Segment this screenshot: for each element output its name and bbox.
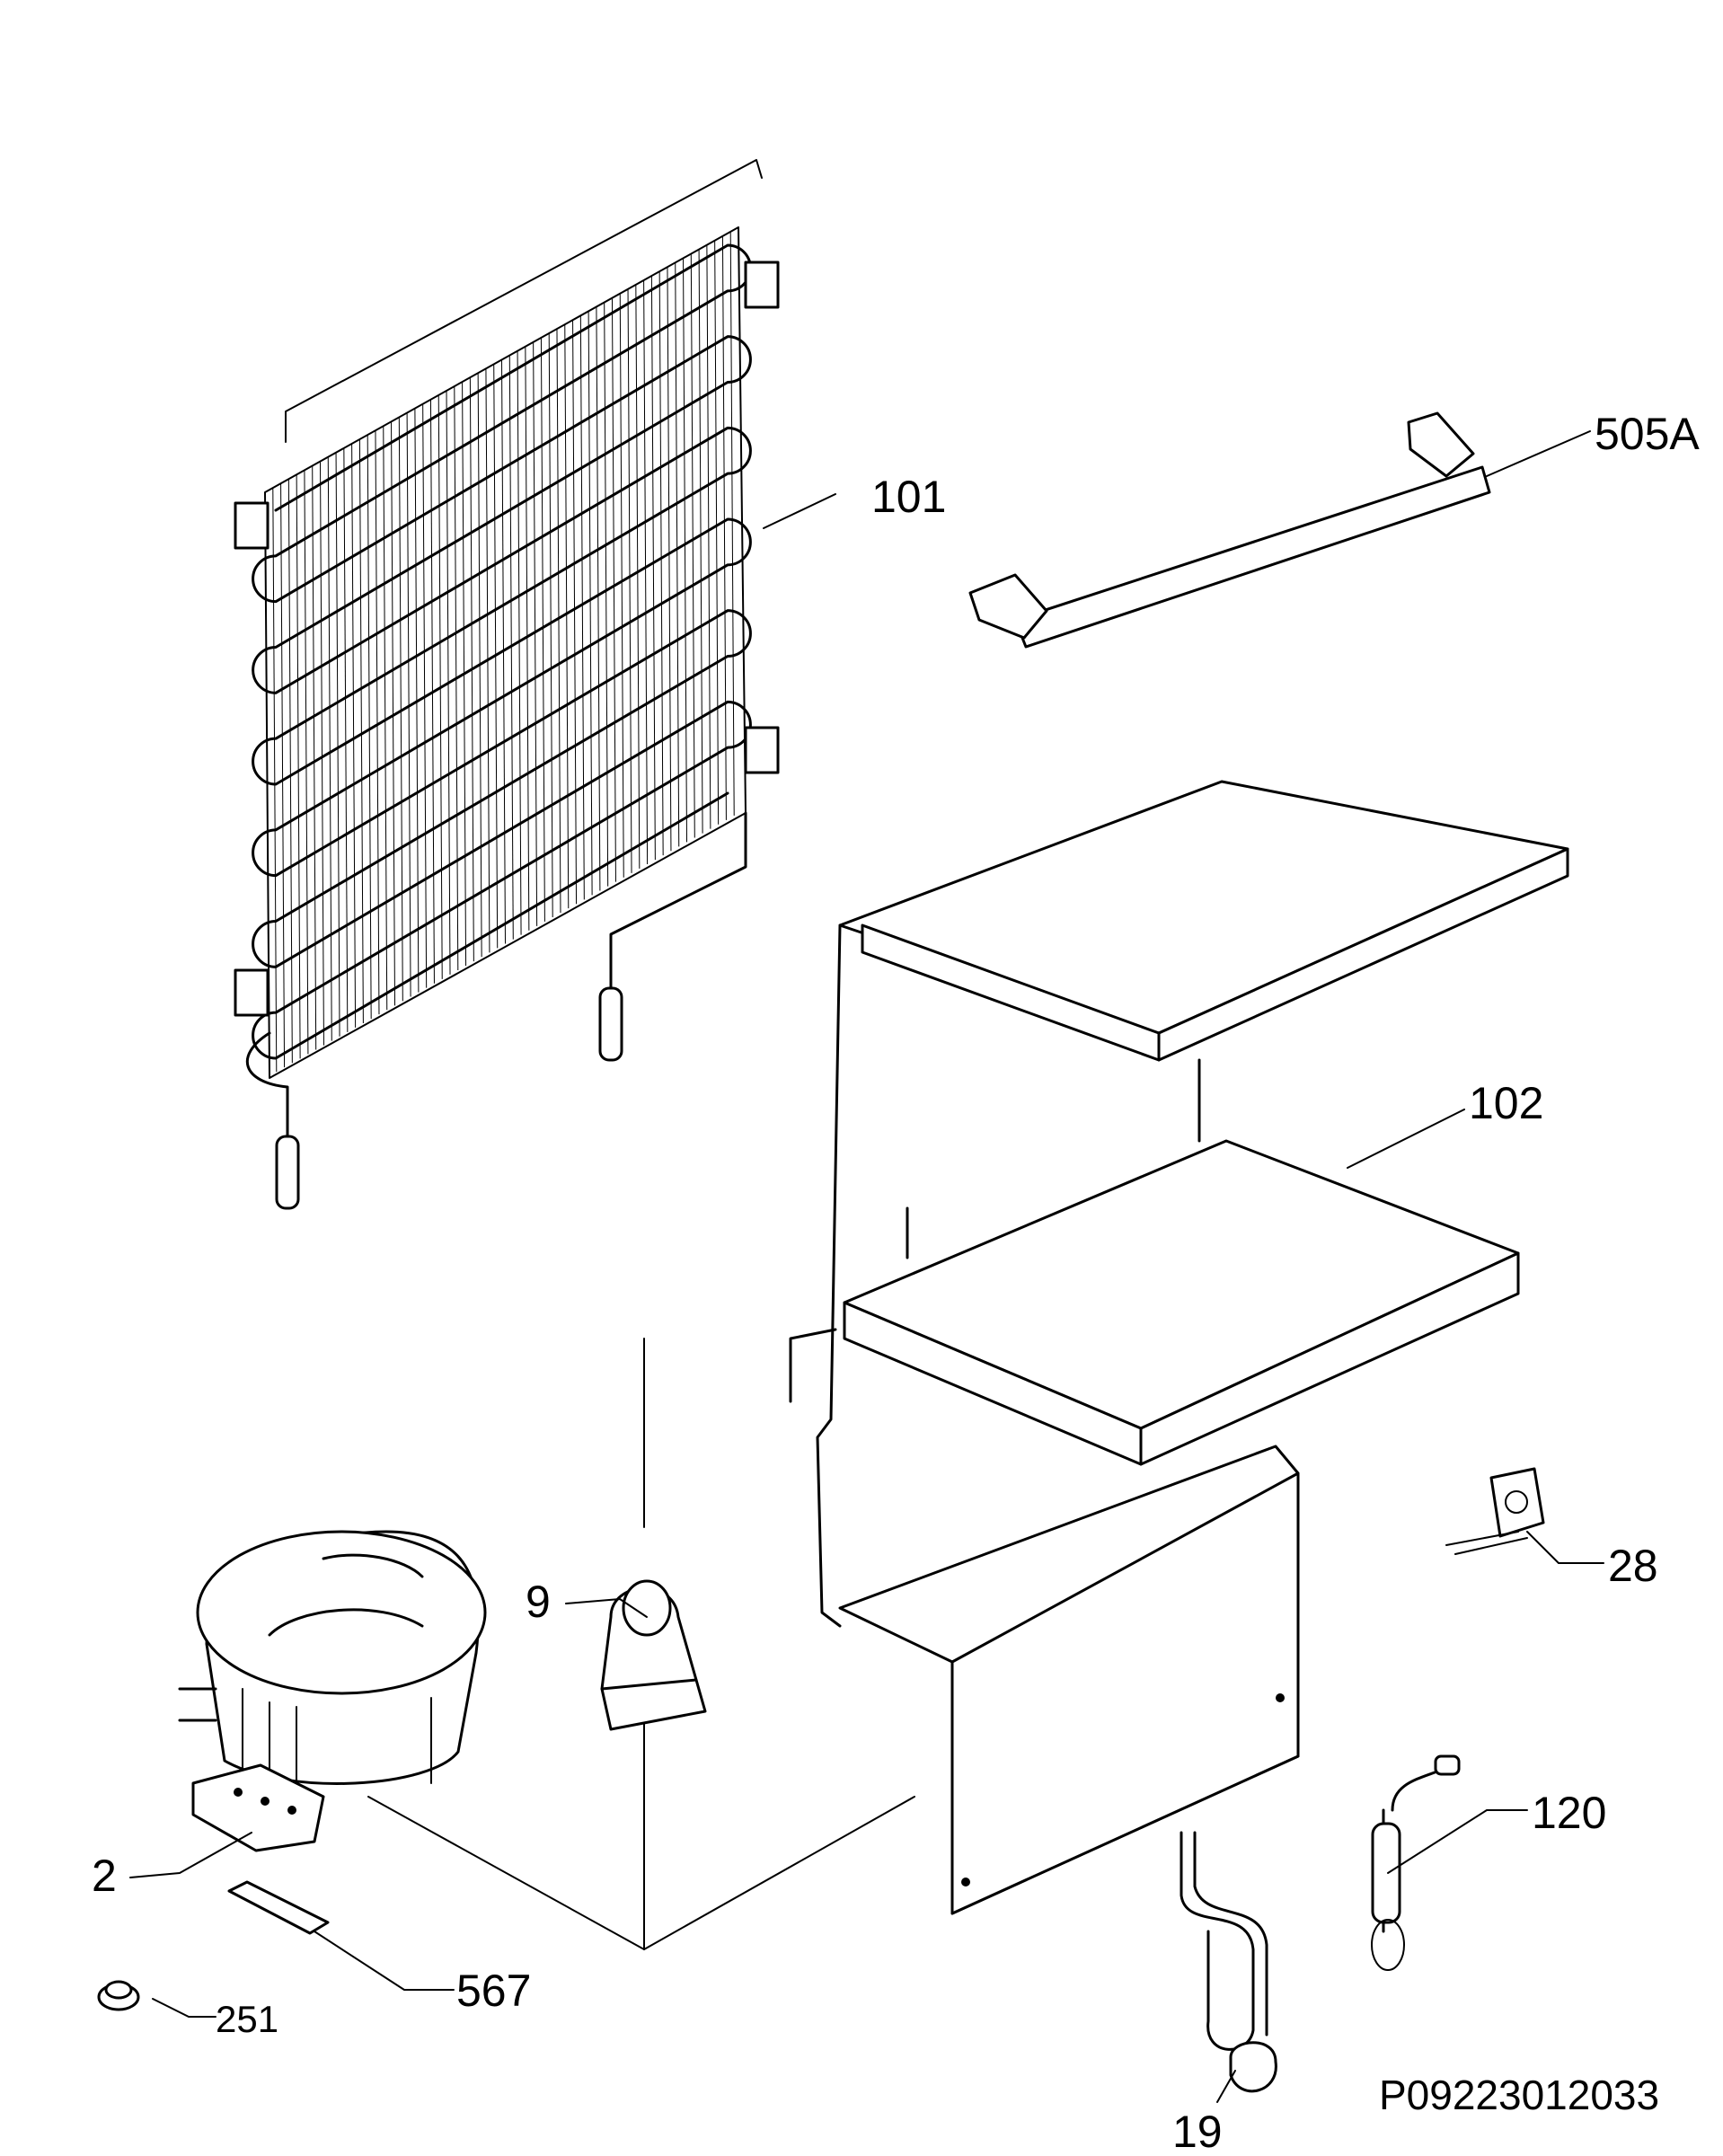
callout-251: 251 (216, 1998, 278, 2040)
condenser-fin (454, 385, 459, 971)
callout-28: 28 (1608, 1541, 1658, 1591)
callout-102: 102 (1469, 1078, 1543, 1128)
condenser-fin (650, 276, 656, 861)
condenser-fin (343, 447, 349, 1032)
condenser-fin (287, 479, 293, 1064)
condenser-fin (588, 311, 593, 896)
condenser-fin (675, 262, 680, 847)
condenser-fin (358, 438, 364, 1024)
condenser-fin (319, 461, 324, 1046)
part-101-condenser (234, 159, 780, 1210)
condenser-fin (658, 271, 664, 856)
condenser-fin (533, 341, 538, 926)
part-2-compressor (178, 1530, 487, 1852)
condenser-fin (446, 390, 451, 975)
condenser-fin (375, 430, 380, 1015)
part-102-frame (789, 780, 1569, 1915)
condenser-fin (391, 421, 396, 1006)
condenser-fin (525, 346, 530, 931)
part-9-relay (600, 1579, 707, 1731)
condenser-fin (414, 408, 420, 993)
condenser-fin (572, 320, 578, 905)
callout-2: 2 (92, 1851, 117, 1901)
condenser-fin (667, 267, 672, 852)
condenser-fin (304, 470, 309, 1055)
callout-505A: 505A (1595, 409, 1700, 459)
condenser-fin (564, 324, 570, 909)
drawing-number: P09223012033 (1379, 2072, 1659, 2118)
part-120-thermostat (1371, 1754, 1461, 1971)
condenser-fin (477, 373, 482, 958)
condenser-fin (690, 253, 695, 838)
condenser-fin (422, 403, 428, 988)
condenser-fin (485, 368, 490, 953)
callout-9: 9 (526, 1577, 551, 1627)
condenser-fin (604, 302, 609, 887)
condenser-fin (462, 382, 467, 967)
condenser-fin (706, 244, 711, 829)
condenser-fin (327, 456, 332, 1041)
condenser-fin (596, 306, 601, 891)
condenser-fin (508, 355, 514, 940)
condenser-fin (367, 435, 372, 1020)
condenser-fin (272, 488, 278, 1073)
condenser-fin (429, 399, 435, 984)
condenser-fin (729, 231, 735, 816)
condenser-fin (437, 394, 443, 979)
condenser-fin (619, 293, 624, 878)
condenser-fin (548, 332, 553, 918)
condenser-fin (579, 315, 585, 900)
callout-567: 567 (456, 1966, 531, 2016)
condenser-fin (627, 288, 632, 873)
condenser-fin (721, 235, 727, 820)
part-28-clip (1445, 1467, 1545, 1555)
condenser-fin (406, 412, 411, 997)
condenser-fin (683, 258, 688, 843)
condenser-fin (698, 249, 703, 834)
condenser-fin (335, 452, 340, 1037)
condenser-fin (643, 279, 649, 865)
leader-lines (129, 430, 1604, 2103)
condenser-fin (611, 297, 616, 882)
part-251-grommet (97, 1980, 140, 2011)
part-505A-rail (968, 411, 1491, 649)
condenser-fin (280, 483, 286, 1068)
condenser-fin (469, 377, 474, 962)
condenser-fin (556, 329, 561, 914)
condenser-fin (540, 337, 545, 922)
part-19-power-cord (1180, 1831, 1277, 2093)
condenser-fin (517, 350, 522, 935)
condenser-fin (296, 474, 301, 1059)
condenser-fin (383, 426, 388, 1011)
condenser-fin (398, 417, 403, 1002)
condenser-fin (714, 240, 720, 825)
callout-19: 19 (1172, 2107, 1223, 2156)
condenser-fin (635, 284, 641, 869)
condenser-fin (312, 465, 317, 1050)
callout-120: 120 (1532, 1788, 1606, 1838)
condenser-fin (351, 443, 357, 1028)
condenser-fin (493, 364, 499, 949)
callout-101: 101 (871, 472, 946, 522)
part-567-strap (227, 1880, 330, 1935)
condenser-fin (501, 359, 506, 944)
